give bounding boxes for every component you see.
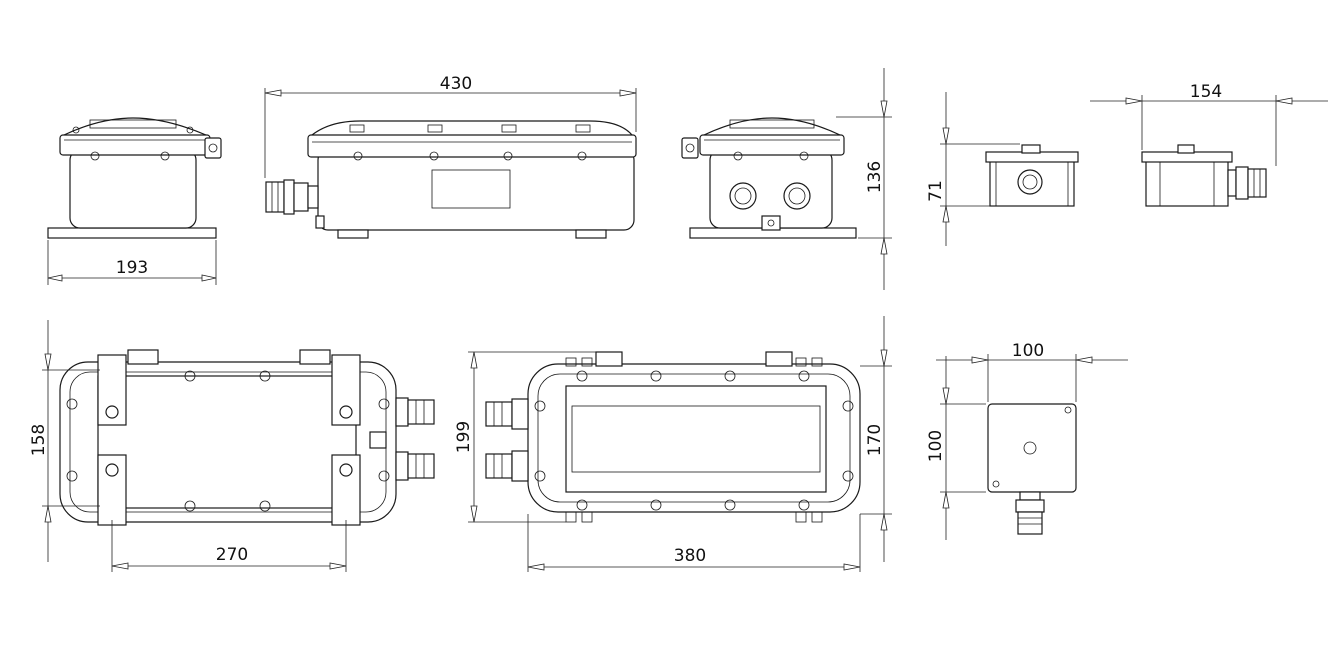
rear-end-view xyxy=(681,117,857,239)
junction-box-front-view xyxy=(985,144,1079,207)
dim-front-width: 193 xyxy=(47,240,217,285)
dim-label: 380 xyxy=(674,546,706,566)
top-view xyxy=(59,349,435,526)
junction-box-side-view xyxy=(1141,144,1267,207)
cable-gland-upper xyxy=(485,398,529,430)
cable-gland-lower xyxy=(395,451,435,481)
dim-bottom-length: 380 xyxy=(527,514,861,572)
cable-gland xyxy=(265,179,319,215)
junction-box-top-view xyxy=(987,403,1077,535)
dim-label: 154 xyxy=(1190,82,1222,102)
bottom-view xyxy=(485,351,861,523)
dim-label: 136 xyxy=(865,161,885,193)
dim-bottom-height: 199 xyxy=(454,351,596,523)
dim-label: 100 xyxy=(1012,341,1044,361)
cable-gland-upper xyxy=(395,397,435,427)
dim-label: 270 xyxy=(216,545,248,565)
dim-side-length: 430 xyxy=(264,74,637,178)
dim-label: 158 xyxy=(29,424,49,456)
dim-label: 430 xyxy=(440,74,472,94)
cable-gland xyxy=(1015,491,1045,535)
dim-label: 71 xyxy=(926,180,946,202)
dim-box-height: 71 xyxy=(926,92,1020,246)
dim-small-box-width: 100 xyxy=(936,341,1128,402)
front-end-view xyxy=(47,117,222,239)
side-view xyxy=(265,120,637,239)
dim-bottom-inner-height: 170 xyxy=(860,316,892,562)
dim-top-mount-spacing: 158 xyxy=(29,320,100,562)
dim-label: 100 xyxy=(926,430,946,462)
cable-gland-lower xyxy=(485,450,529,482)
dim-label: 199 xyxy=(454,421,474,453)
dim-top-hole-spacing: 270 xyxy=(111,520,347,572)
dim-small-box-height: 100 xyxy=(926,356,986,540)
dim-box-width: 154 xyxy=(1090,82,1328,166)
cable-gland xyxy=(1227,166,1267,200)
dim-label: 193 xyxy=(116,258,148,278)
dim-label: 170 xyxy=(865,424,885,456)
dim-end-height: 136 xyxy=(836,68,892,290)
